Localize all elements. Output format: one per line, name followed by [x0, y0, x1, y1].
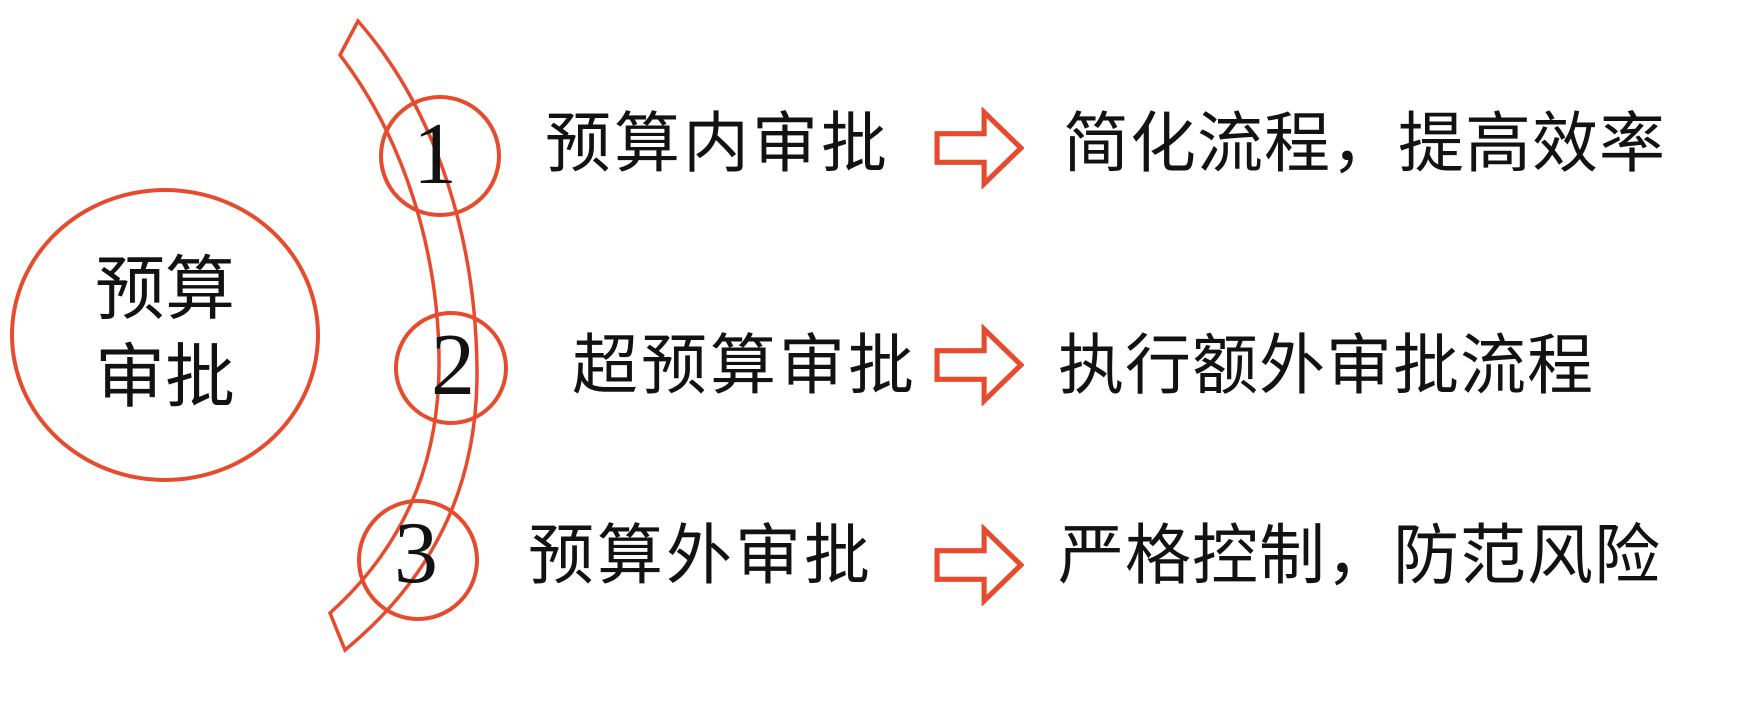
step-circle-3	[357, 499, 479, 621]
step-number-3: 3	[394, 505, 438, 602]
step-label-2: 超预算审批	[572, 330, 917, 403]
step-label-1: 预算内审批	[545, 108, 890, 181]
step-number-1: 1	[413, 106, 457, 203]
step-number-2: 2	[431, 317, 475, 414]
right-block-arrow-icon	[934, 324, 1024, 406]
step-circle-1	[379, 95, 501, 217]
step-result-1: 简化流程，提高效率	[1063, 108, 1666, 181]
step-label-3: 预算外审批	[528, 520, 873, 593]
hub-circle: 预算审批	[10, 188, 320, 482]
hub-label-line1: 预算	[95, 252, 235, 329]
right-block-arrow-icon	[934, 107, 1024, 189]
hub-label: 预算审批	[95, 247, 235, 423]
step-result-3: 严格控制，防范风险	[1058, 520, 1661, 593]
step-circle-2	[394, 311, 508, 425]
hub-label-line2: 审批	[95, 340, 235, 417]
right-block-arrow-icon	[934, 524, 1024, 606]
step-result-2: 执行额外审批流程	[1058, 330, 1594, 403]
